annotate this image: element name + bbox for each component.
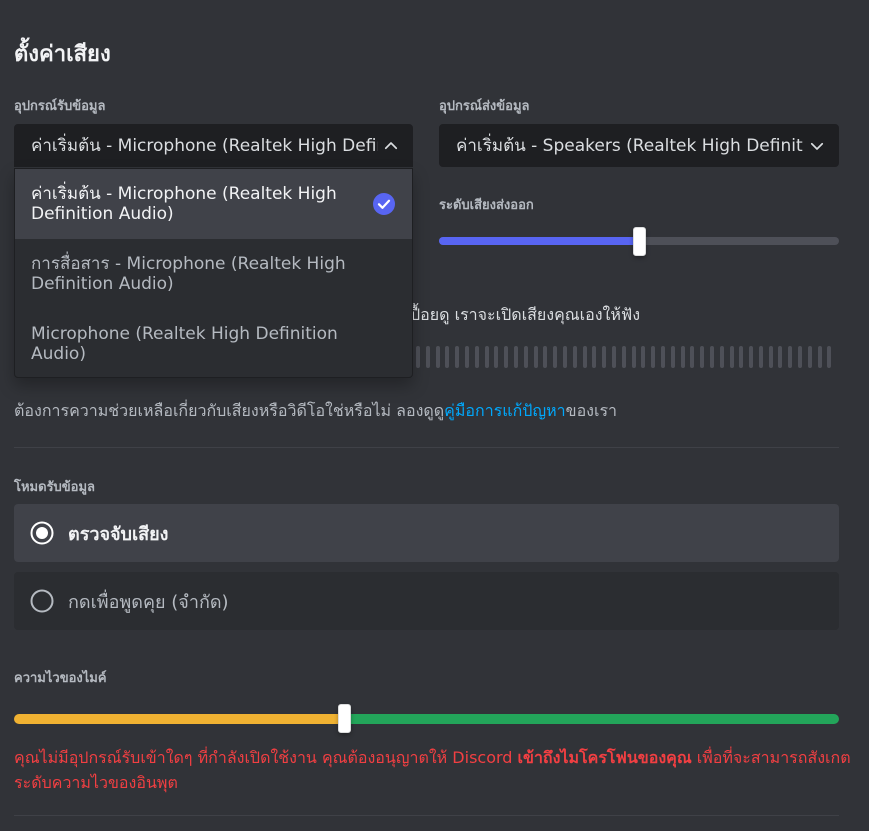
microphone-access-link[interactable]: เข้าถึงไมโครโฟนของคุณ <box>517 748 692 767</box>
meter-bar <box>660 346 665 368</box>
help-text: ต้องการความช่วยเหลือเกี่ยวกับเสียงหรือวิ… <box>14 399 617 424</box>
meter-bar <box>827 346 832 368</box>
meter-bar <box>455 346 460 368</box>
meter-bar <box>690 346 695 368</box>
meter-bar <box>533 346 538 368</box>
meter-bar <box>641 346 646 368</box>
input-device-label: อุปกรณ์รับข้อมูล <box>14 99 106 114</box>
output-volume-label: ระดับเสียงส่งออก <box>439 198 534 213</box>
microphone-access-warning: คุณไม่มีอุปกรณ์รับเข้าใดๆ ที่กำลังเปิดใช… <box>14 745 854 795</box>
input-device-dropdown: ค่าเริ่มต้น - Microphone (Realtek High D… <box>14 168 413 378</box>
meter-bar <box>543 346 548 368</box>
input-device-option-label: Microphone (Realtek High Definition Audi… <box>31 324 338 364</box>
meter-bar <box>592 346 597 368</box>
output-device-value: ค่าเริ่มต้น - Speakers (Realtek High Def… <box>456 136 804 156</box>
meter-bar <box>553 346 558 368</box>
meter-bar <box>504 346 509 368</box>
meter-bar <box>445 346 450 368</box>
radio-push-to-talk-label: กดเพื่อพูดคุย (จำกัด) <box>68 591 229 613</box>
sensitivity-low-segment <box>14 714 344 724</box>
meter-bar <box>680 346 685 368</box>
meter-bar <box>807 346 812 368</box>
meter-bar <box>719 346 724 368</box>
meter-bar <box>768 346 773 368</box>
meter-bar <box>464 346 469 368</box>
meter-bar <box>631 346 636 368</box>
output-device-label: อุปกรณ์ส่งข้อมูล <box>439 99 530 114</box>
meter-bar <box>749 346 754 368</box>
chevron-up-icon <box>384 141 398 149</box>
input-device-option-label: ค่าเริ่มต้น - Microphone (Realtek High D… <box>31 184 337 224</box>
input-device-select[interactable]: ค่าเริ่มต้น - Microphone (Realtek High D… <box>14 124 413 167</box>
warning-text-end: เพื่อที่จะสามารถสังเกตระดับความไวของอินพ… <box>14 748 851 792</box>
meter-bar <box>651 346 656 368</box>
meter-bar <box>700 346 705 368</box>
meter-bar <box>602 346 607 368</box>
help-text-prefix: ต้องการความช่วยเหลือเกี่ยวกับเสียงหรือวิ… <box>14 401 445 420</box>
meter-bar <box>709 346 714 368</box>
divider <box>14 815 839 816</box>
meter-bar <box>739 346 744 368</box>
radio-voice-activity[interactable]: ตรวจจับเสียง <box>14 504 839 562</box>
input-device-value: ค่าเริ่มต้น - Microphone (Realtek High D… <box>31 136 378 156</box>
meter-bar <box>670 346 675 368</box>
input-device-option-label: การสื่อสาร - Microphone (Realtek High De… <box>31 254 346 294</box>
input-device-option[interactable]: การสื่อสาร - Microphone (Realtek High De… <box>15 239 412 309</box>
mic-sensitivity-slider[interactable] <box>14 714 839 724</box>
meter-bar <box>817 346 822 368</box>
output-volume-fill <box>439 237 639 245</box>
meter-bar <box>611 346 616 368</box>
radio-unselected-icon <box>30 589 54 613</box>
meter-bar <box>562 346 567 368</box>
meter-bar <box>494 346 499 368</box>
mic-sensitivity-handle[interactable] <box>338 704 351 733</box>
input-device-option[interactable]: Microphone (Realtek High Definition Audi… <box>15 309 412 377</box>
warning-text: คุณไม่มีอุปกรณ์รับเข้าใดๆ ที่กำลังเปิดใช… <box>14 748 518 767</box>
meter-bar <box>416 346 420 368</box>
help-text-suffix: ของเรา <box>565 401 618 420</box>
mic-test-meter <box>416 346 836 368</box>
meter-bar <box>621 346 626 368</box>
meter-bar <box>425 346 430 368</box>
meter-bar <box>778 346 783 368</box>
sensitivity-high-segment <box>344 714 839 724</box>
page-title: ตั้งค่าเสียง <box>14 42 111 67</box>
meter-bar <box>474 346 479 368</box>
chevron-down-icon <box>810 142 824 150</box>
meter-bar <box>788 346 793 368</box>
output-device-select[interactable]: ค่าเริ่มต้น - Speakers (Realtek High Def… <box>439 124 839 167</box>
mic-sensitivity-label: ความไวของไมค์ <box>14 671 107 686</box>
meter-bar <box>435 346 440 368</box>
output-volume-handle[interactable] <box>633 227 646 256</box>
meter-bar <box>484 346 489 368</box>
meter-bar <box>582 346 587 368</box>
meter-bar <box>798 346 803 368</box>
divider <box>14 447 839 448</box>
input-device-option[interactable]: ค่าเริ่มต้น - Microphone (Realtek High D… <box>15 169 412 239</box>
input-mode-label: โหมดรับข้อมูล <box>14 480 96 495</box>
meter-bar <box>572 346 577 368</box>
troubleshooting-guide-link[interactable]: คู่มือการแก้ปัญหา <box>444 401 566 420</box>
radio-selected-icon <box>30 521 54 545</box>
meter-bar <box>523 346 528 368</box>
meter-bar <box>513 346 518 368</box>
check-circle-icon <box>373 193 395 215</box>
meter-bar <box>729 346 734 368</box>
mic-test-description: ปื้อยดู เราจะเปิดเสียงคุณเองให้ฟัง <box>410 305 641 324</box>
radio-voice-activity-label: ตรวจจับเสียง <box>68 523 169 545</box>
radio-push-to-talk[interactable]: กดเพื่อพูดคุย (จำกัด) <box>14 572 839 630</box>
meter-bar <box>758 346 763 368</box>
